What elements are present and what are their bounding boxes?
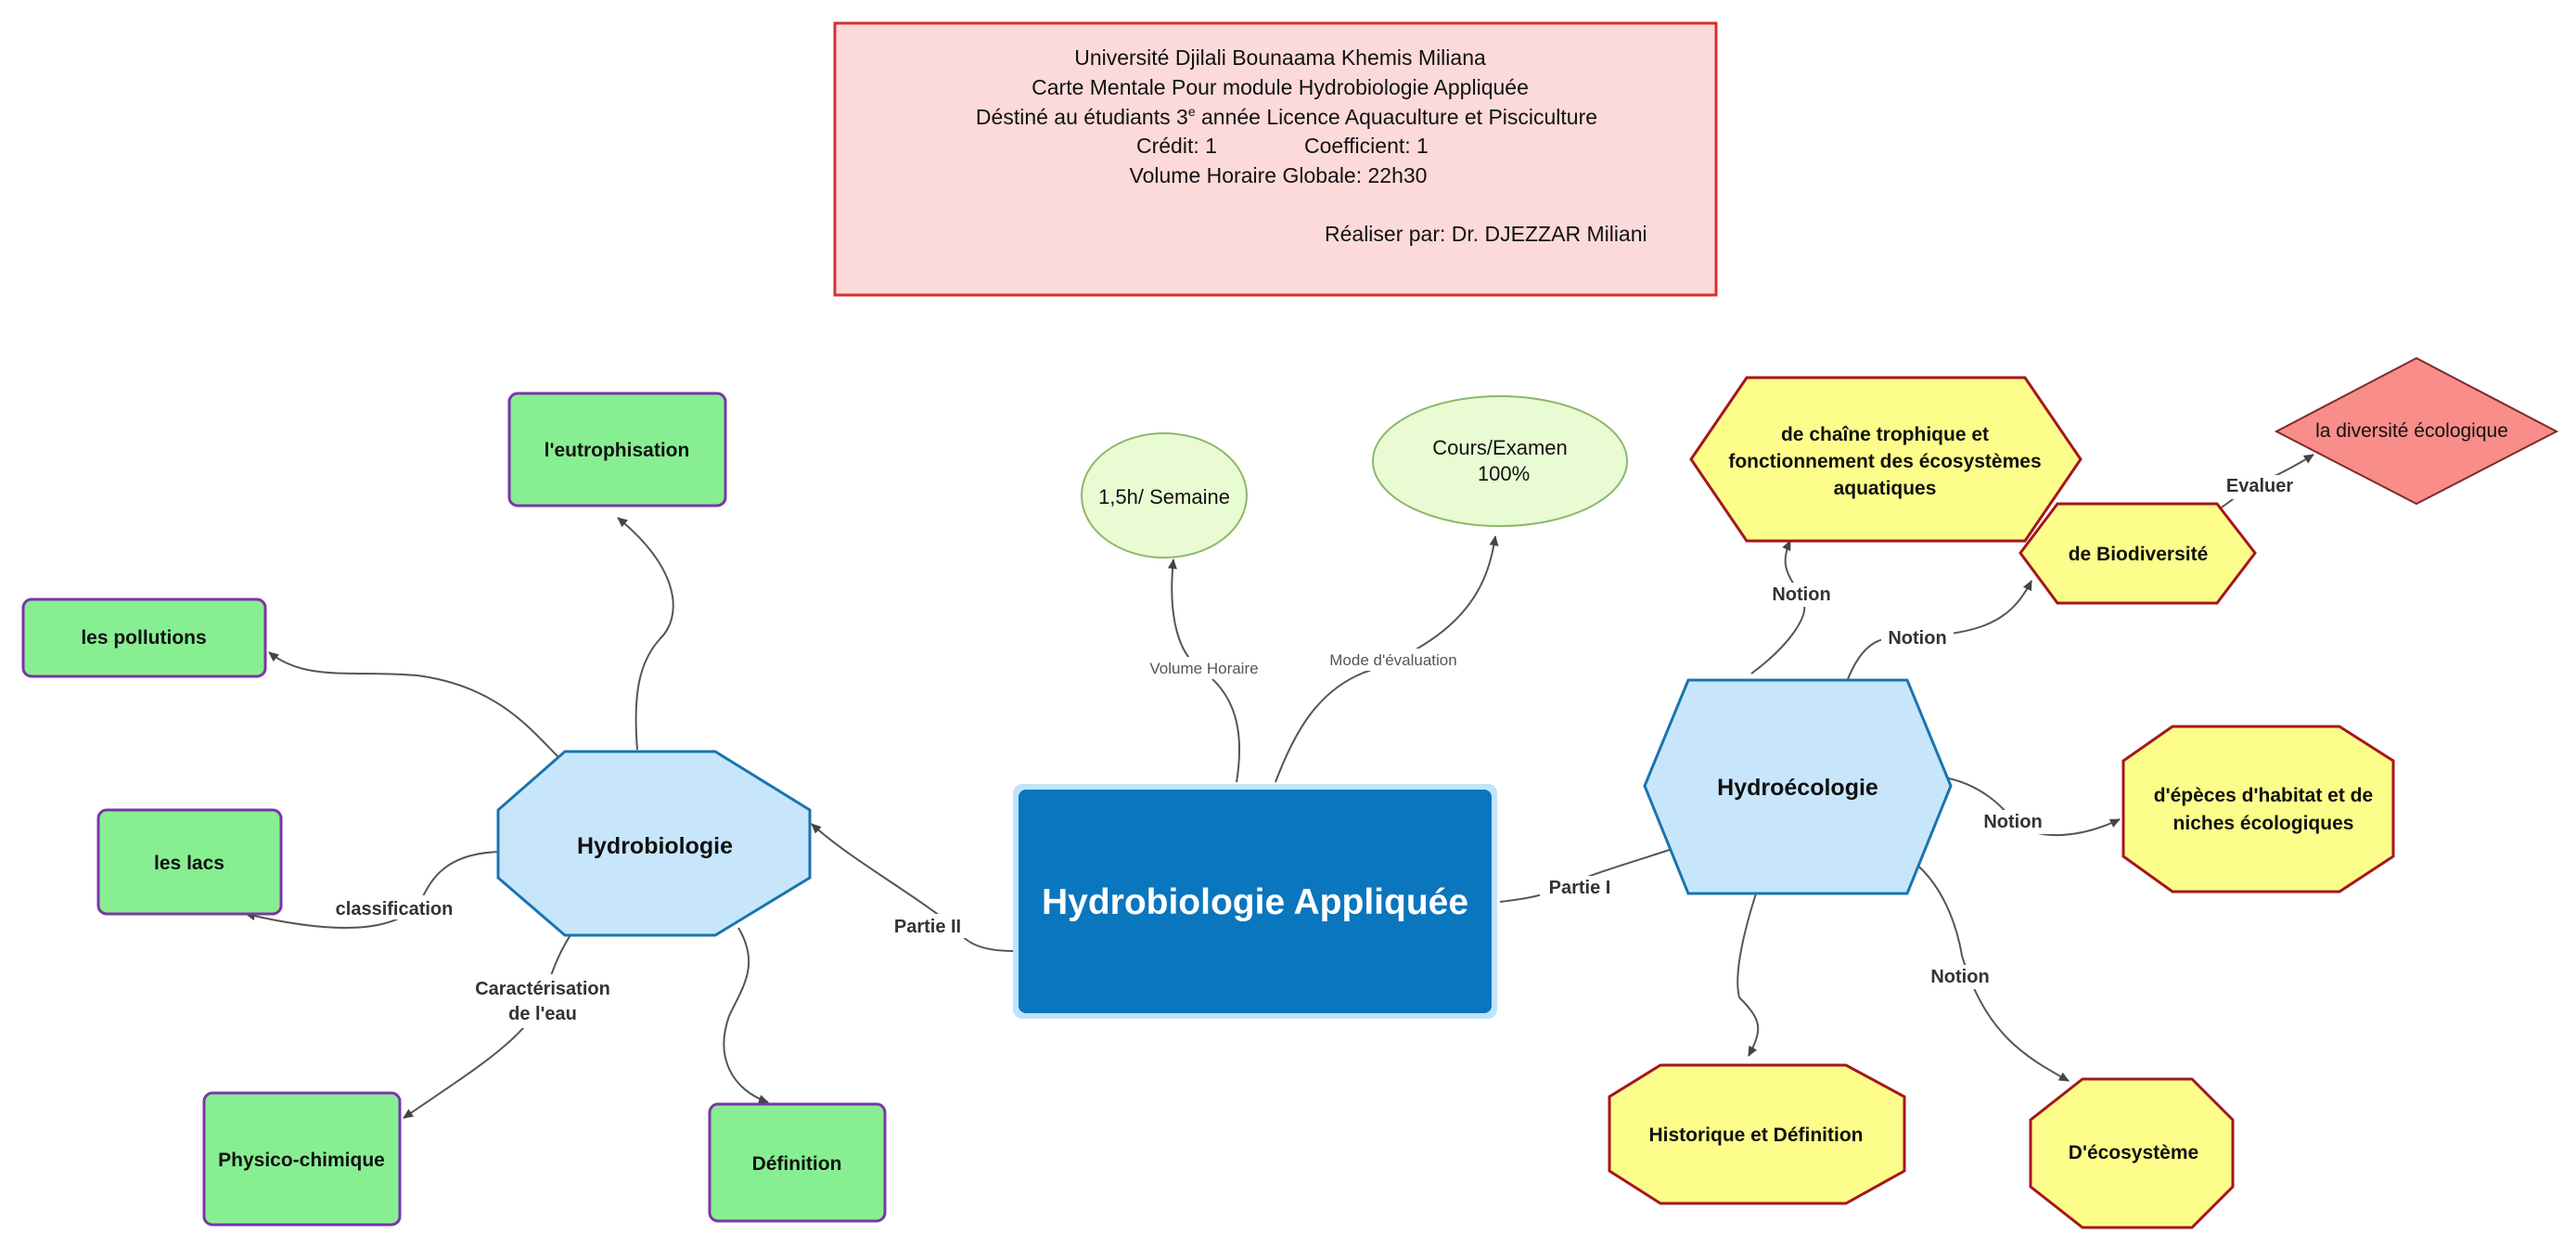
header-volume: Volume Horaire Globale: 22h30 [1130, 163, 1428, 187]
mode-evaluation-line1: Cours/Examen [1432, 436, 1568, 459]
historique-label: Historique et Définition [1649, 1125, 1864, 1146]
edge-label-classification: classification [336, 899, 454, 919]
header-audience: Déstiné au étudiants 3e année Licence Aq… [976, 104, 1597, 129]
header-audience-prefix: Déstiné au étudiants 3 [976, 105, 1188, 129]
node-hydrobiologie[interactable]: Hydrobiologie [496, 750, 812, 937]
header-audience-sup: e [1188, 104, 1196, 119]
central-node[interactable]: Hydrobiologie Appliquée [1013, 784, 1497, 1019]
header-module: Carte Mentale Pour module Hydrobiologie … [1032, 75, 1529, 99]
edge-labels: Volume Horaire Mode d'évaluation Partie … [325, 475, 2300, 1028]
node-volume-horaire[interactable]: 1,5h/ Semaine [1081, 432, 1248, 559]
node-hydroecologie[interactable]: Hydroécologie [1643, 678, 1953, 895]
chaine-line3: aquatiques [1834, 478, 1937, 499]
biodiversite-label: de Biodiversité [2069, 544, 2209, 565]
especes-line2: niches écologiques [2173, 813, 2354, 834]
mode-evaluation-line2: 100% [1478, 462, 1530, 485]
edge-label-de-l-eau: de l'eau [508, 1004, 577, 1024]
chaine-line1: de chaîne trophique et [1781, 424, 1989, 445]
hydroecologie-label: Hydroécologie [1717, 775, 1878, 801]
edge-label-caracterisation: Caractérisation [475, 979, 610, 999]
edge-label-partie-1: Partie I [1549, 878, 1611, 898]
edge-ecosysteme [1905, 855, 2070, 1082]
physico-chimique-label: Physico-chimique [218, 1150, 385, 1171]
node-eutrophisation[interactable]: l'eutrophisation [507, 392, 727, 508]
header-coefficient: Coefficient: 1 [1304, 134, 1429, 158]
header-credit: Crédit: 1 [1136, 134, 1217, 158]
edge-label-volume-horaire: Volume Horaire [1149, 660, 1258, 677]
node-pollutions[interactable]: les pollutions [21, 598, 267, 678]
edge-label-notion-chaine: Notion [1772, 585, 1830, 605]
definition-label: Définition [752, 1153, 842, 1175]
node-diversite-ecologique[interactable]: la diversité écologique [2274, 356, 2559, 506]
node-historique-definition[interactable]: Historique et Définition [1608, 1063, 1906, 1205]
ecosysteme-label: D'écosystème [2069, 1142, 2198, 1163]
volume-horaire-label: 1,5h/ Semaine [1098, 485, 1230, 508]
pollutions-label: les pollutions [81, 627, 206, 649]
edge-definition [723, 927, 769, 1104]
node-ecosysteme[interactable]: D'écosystème [2029, 1077, 2235, 1229]
header-audience-suffix: année Licence Aquaculture et Piscicultur… [1196, 105, 1597, 129]
central-label: Hydrobiologie Appliquée [1042, 882, 1468, 922]
node-mode-evaluation[interactable]: Cours/Examen 100% [1372, 395, 1628, 527]
hydrobiologie-label: Hydrobiologie [577, 833, 733, 859]
edge-label-notion-ecosysteme: Notion [1930, 967, 1989, 987]
edge-label-partie-2: Partie II [894, 917, 961, 937]
edge-label-mode-evaluation: Mode d'évaluation [1329, 651, 1456, 669]
lacs-label: les lacs [154, 853, 224, 874]
edge-label-evaluer: Evaluer [2226, 476, 2293, 496]
node-physico-chimique[interactable]: Physico-chimique [202, 1091, 402, 1227]
diversite-ecologique-label: la diversité écologique [2315, 420, 2508, 442]
node-especes-habitat[interactable]: d'épèces d'habitat et de niches écologiq… [2121, 725, 2395, 893]
edge-label-notion-biodiversite: Notion [1888, 628, 1946, 649]
node-biodiversite[interactable]: de Biodiversité [2019, 502, 2257, 605]
edge-label-notion-especes: Notion [1983, 812, 2042, 832]
edge-eutrophisation [617, 517, 674, 751]
chaine-line2: fonctionnement des écosystèmes [1728, 451, 2041, 472]
node-chaine-trophique[interactable]: de chaîne trophique et fonctionnement de… [1689, 376, 2083, 543]
edge-pollutions [268, 651, 565, 764]
edge-historique [1737, 893, 1760, 1057]
edge-chaine [1750, 540, 1806, 675]
node-lacs[interactable]: les lacs [96, 808, 283, 916]
header-university: Université Djilali Bounaama Khemis Milia… [1074, 45, 1486, 70]
especes-line1: d'épèces d'habitat et de [2154, 785, 2373, 806]
eutrophisation-label: l'eutrophisation [545, 440, 690, 461]
header-author: Réaliser par: Dr. DJEZZAR Miliani [1325, 222, 1647, 246]
node-definition[interactable]: Définition [708, 1102, 887, 1223]
header-box: Université Djilali Bounaama Khemis Milia… [833, 21, 1718, 297]
